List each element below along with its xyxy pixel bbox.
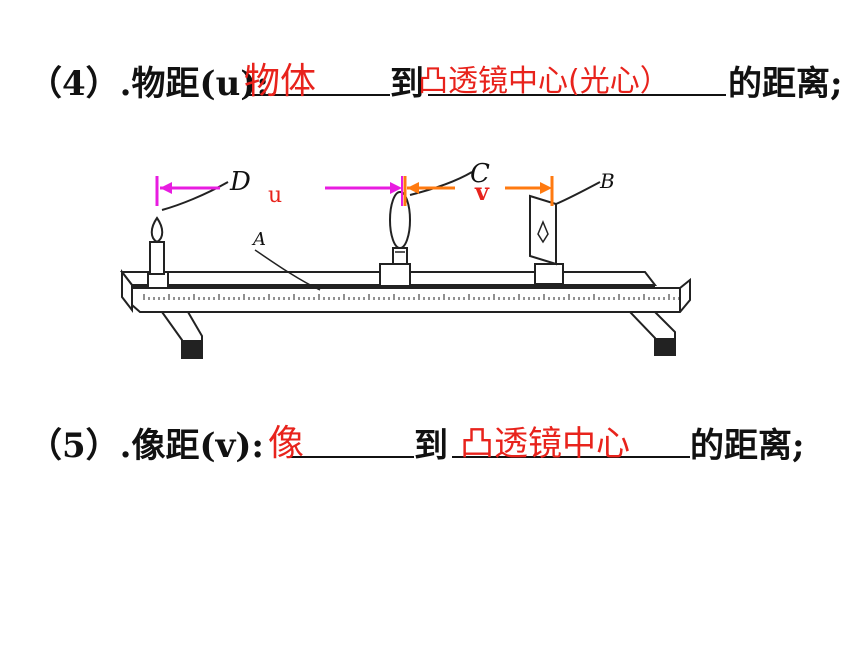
label-u: u [268, 183, 282, 208]
lens-slider [379, 263, 411, 287]
line5-prefix: （5）.像距(v): [28, 426, 264, 466]
line4-blank-1 [247, 94, 390, 96]
pointer-a [254, 249, 321, 291]
bench-leg-right-shadow [655, 338, 675, 355]
line5-mid: 到 [414, 426, 448, 466]
line5-suffix: 的距离; [690, 426, 805, 466]
line4-prefix: （4）.物距(u): [28, 64, 269, 104]
line5-blank-2 [452, 456, 690, 458]
bench-left-end [121, 269, 133, 313]
label-b: B [599, 169, 615, 193]
question-line-5: （5）.像距(v): 像 到 凸透镜中心 的距离; [0, 412, 860, 466]
line4-mid: 到 [390, 64, 424, 104]
line5-answer-1: 像 [268, 423, 305, 464]
label-a: A [251, 229, 266, 250]
optical-bench-diagram: D C B A u v [119, 160, 691, 359]
label-c: C [470, 160, 490, 189]
label-d: D [229, 167, 251, 197]
candle [149, 241, 165, 275]
lens-holder [392, 247, 408, 265]
pointer-b [555, 181, 601, 205]
label-v: v [474, 177, 490, 206]
question-line-4: （4）.物距(u): 物体 到 凸透镜中心(光心） 的距离; [0, 50, 860, 104]
candle-flame [150, 216, 164, 244]
bench-leg-left-shadow [182, 340, 202, 358]
line5-blank-1 [290, 456, 414, 458]
pointer-c [409, 171, 473, 196]
line4-suffix: 的距离; [728, 64, 843, 104]
line4-answer-1: 物体 [244, 61, 317, 102]
line5-answer-2: 凸透镜中心 [460, 424, 630, 464]
ruler-ticks [143, 294, 680, 300]
u-distance-arrows [155, 176, 403, 206]
screen-image [537, 220, 549, 244]
screen-slider [534, 263, 564, 285]
line4-blank-2 [428, 94, 726, 96]
pointer-d [161, 181, 229, 211]
v-distance-arrows [403, 176, 554, 206]
line4-answer-2: 凸透镜中心(光心） [418, 64, 670, 99]
convex-lens [389, 191, 411, 249]
